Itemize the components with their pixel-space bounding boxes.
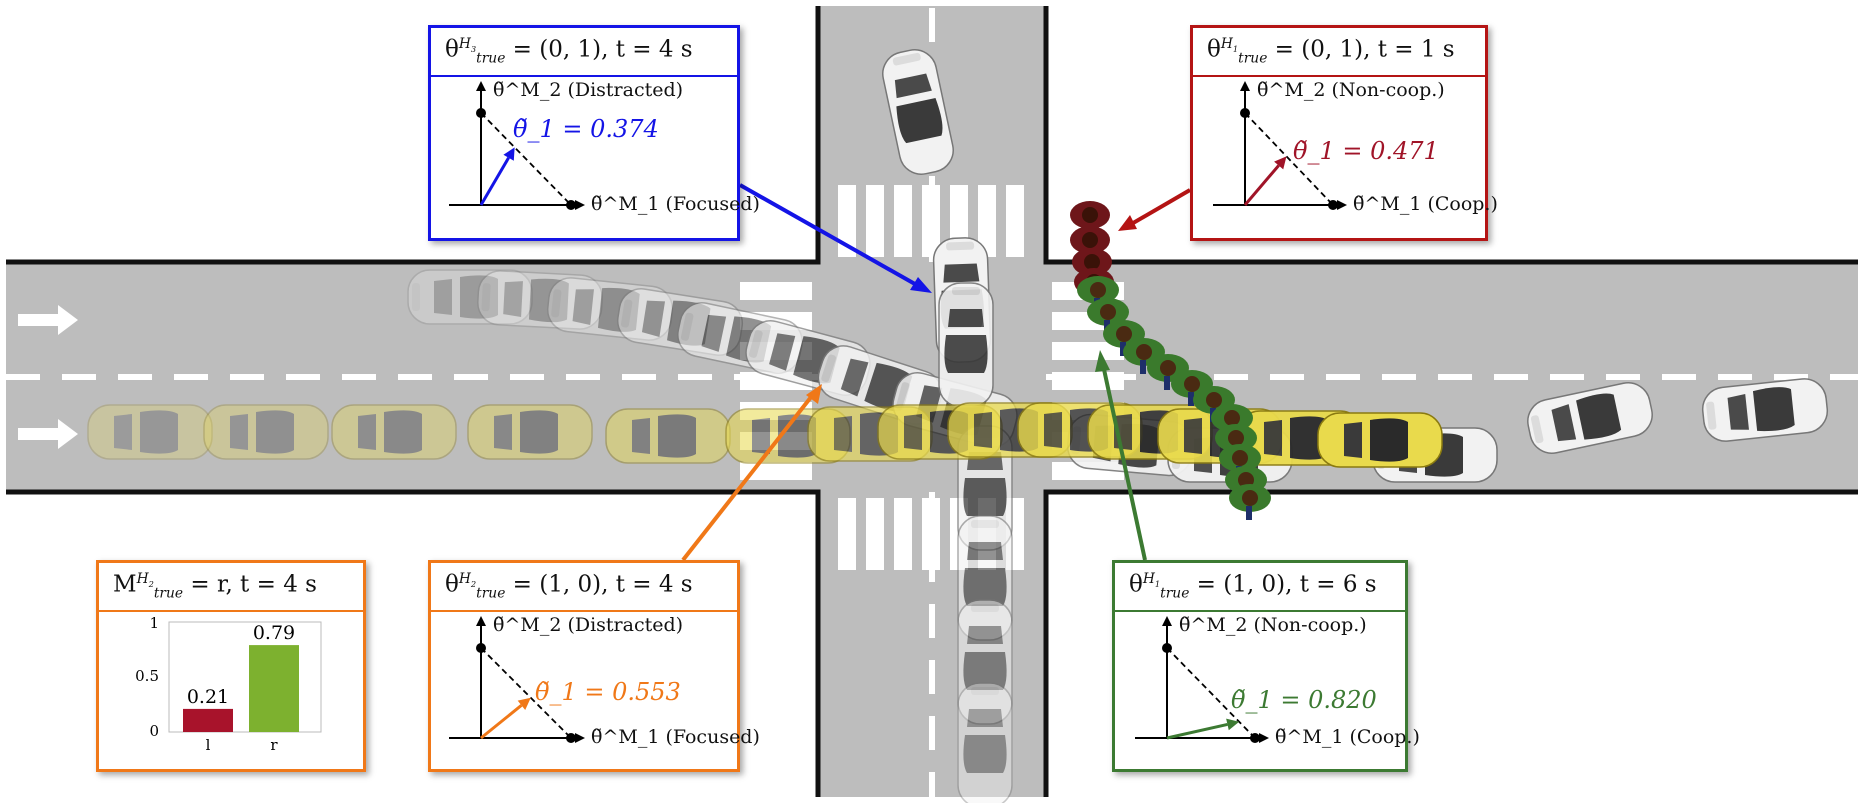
bar-chart: 0 0.5 1 0.21 l 0.79 r	[135, 614, 322, 754]
belief-vector	[1166, 722, 1228, 740]
belief-vector	[479, 157, 510, 206]
panel-title: θH3true = (0, 1), t = 4 s	[431, 28, 737, 77]
panel-title: θH2true = (1, 0), t = 4 s	[431, 563, 737, 612]
belief-vector-head	[517, 697, 531, 710]
x-axis-label: θ̃^M_1 (Coop.)	[1275, 726, 1420, 748]
simplex-line	[1244, 112, 1334, 206]
x-tick-label: r	[270, 736, 278, 754]
leader-arrowheads	[806, 215, 1137, 404]
simplex-plot	[449, 81, 585, 210]
y-tick-label: 0	[149, 722, 159, 740]
mode-belief-bar-panel: MH2true = r, t = 4 s 0 0.5 1 0.21 l 0.79 r	[96, 560, 366, 772]
y-axis-label: θ̃^M_2 (Distracted)	[493, 79, 684, 101]
belief-vector	[1243, 164, 1280, 206]
panel-title: θH1true = (0, 1), t = 1 s	[1193, 28, 1485, 77]
belief-panel-orange: θH2true = (1, 0), t = 4 s θ̃^M_2 (Distra…	[428, 560, 760, 772]
simplex-line	[480, 112, 572, 206]
direction-arrow-icon	[18, 305, 78, 449]
panel-title: MH2true = r, t = 4 s	[99, 563, 363, 612]
simplex-plot	[1213, 81, 1347, 210]
belief-panel-red: θH1true = (0, 1), t = 1 s θ̃^M_2 (Non-co…	[1190, 25, 1498, 241]
y-axis-label: θ̃^M_2 (Non-coop.)	[1179, 614, 1367, 636]
x-axis-label: θ̃^M_1 (Coop.)	[1353, 193, 1498, 215]
belief-value: θ̃_1 = 0.471	[1293, 137, 1439, 165]
simplex-line	[480, 647, 572, 739]
belief-vector-head	[1226, 718, 1240, 731]
belief-vector-head	[503, 147, 515, 161]
simplex-plot	[1135, 616, 1269, 743]
x-axis-label: θ̃^M_1 (Focused)	[591, 193, 760, 215]
curbs	[6, 6, 1858, 797]
simplex-plot	[449, 616, 585, 743]
y-tick-label: 0.5	[135, 667, 159, 685]
bar-data-label: 0.79	[253, 622, 295, 644]
belief-value: θ̃_1 = 0.553	[535, 678, 681, 706]
belief-value: θ̃_1 = 0.374	[513, 115, 659, 143]
belief-panel-blue: θH3true = (0, 1), t = 4 s θ̃^M_2 (Distra…	[428, 25, 760, 241]
belief-vector	[480, 704, 523, 740]
belief-panel-green: θH1true = (1, 0), t = 6 s θ̃^M_2 (Non-co…	[1112, 560, 1420, 772]
bar-data-label: 0.21	[187, 686, 229, 708]
belief-value: θ̃_1 = 0.820	[1231, 686, 1377, 714]
plot-frame	[168, 621, 322, 733]
simplex-line	[1166, 647, 1256, 739]
x-axis-label: θ̃^M_1 (Focused)	[591, 726, 760, 748]
x-tick-label: l	[206, 736, 211, 754]
belief-vector-head	[1274, 156, 1287, 170]
y-axis-label: θ̃^M_2 (Non-coop.)	[1257, 79, 1445, 101]
y-tick-label: 1	[149, 614, 159, 632]
bar-r	[249, 645, 299, 732]
leader-arrows	[681, 183, 1192, 562]
bar-l	[183, 708, 233, 732]
panel-title: θH1true = (1, 0), t = 6 s	[1115, 563, 1405, 612]
y-axis-label: θ̃^M_2 (Distracted)	[493, 614, 684, 636]
